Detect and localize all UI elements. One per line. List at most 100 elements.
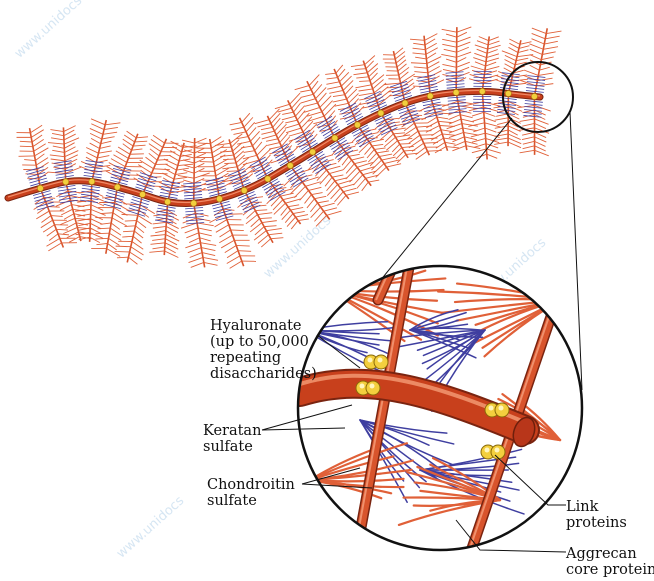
chondroitin-sulfate-chain: [69, 237, 79, 243]
chondroitin-sulfate-chain: [545, 36, 559, 39]
link-protein: [265, 176, 271, 182]
chondroitin-sulfate-chain: [371, 160, 381, 170]
chondroitin-sulfate-chain: [238, 251, 251, 252]
chondroitin-sulfate-chain: [369, 68, 378, 77]
chondroitin-sulfate-chain: [508, 47, 518, 52]
chondroitin-sulfate-chain: [452, 146, 466, 151]
chondroitin-sulfate-chain: [509, 39, 520, 44]
chondroitin-sulfate-chain: [346, 167, 357, 179]
link-protein: [140, 191, 146, 197]
chondroitin-sulfate-chain: [464, 132, 479, 135]
chondroitin-sulfate-chain: [159, 155, 171, 156]
chondroitin-sulfate-chain: [48, 143, 64, 145]
chondroitin-sulfate-chain: [413, 48, 426, 49]
chondroitin-sulfate-chain: [487, 50, 498, 54]
chondroitin-sulfate-chain: [298, 219, 309, 221]
label-hyaluronate: Hyaluronate (up to 50,000 repeating disa…: [210, 318, 317, 382]
chondroitin-sulfate-chain: [522, 132, 534, 135]
chondroitin-sulfate-chain: [352, 157, 365, 160]
chondroitin-sulfate-chain: [302, 177, 318, 182]
chondroitin-sulfate-chain: [91, 124, 104, 130]
chondroitin-sulfate-chain: [464, 137, 477, 140]
chondroitin-sulfate-chain: [362, 182, 369, 191]
keratan-sulfate-chain: [186, 216, 204, 217]
chondroitin-sulfate-chain: [336, 65, 343, 73]
chondroitin-sulfate-chain: [473, 58, 486, 62]
chondroitin-sulfate-chain: [175, 173, 187, 175]
chondroitin-sulfate-chain: [235, 151, 244, 159]
chondroitin-sulfate-chain: [127, 131, 137, 138]
chondroitin-sulfate-chain: [485, 66, 499, 70]
chondroitin-sulfate-chain: [20, 141, 32, 142]
chondroitin-sulfate-chain: [202, 253, 215, 256]
chondroitin-sulfate-chain: [529, 44, 543, 49]
chondroitin-sulfate-chain: [535, 146, 546, 151]
chondroitin-sulfate-chain: [262, 135, 276, 139]
chondroitin-sulfate-chain: [542, 52, 555, 55]
chondroitin-sulfate-chain: [333, 99, 347, 102]
chondroitin-sulfate-chain: [307, 112, 322, 116]
chondroitin-sulfate-chain: [90, 223, 101, 229]
chondroitin-sulfate-chain: [400, 144, 411, 145]
chondroitin-sulfate-chain: [154, 169, 170, 170]
chondroitin-sulfate-chain: [198, 143, 211, 144]
chondroitin-sulfate-chain: [301, 99, 316, 103]
chondroitin-sulfate-chain: [522, 123, 534, 126]
chondroitin-sulfate-chain: [504, 68, 513, 73]
chondroitin-sulfate-chain: [477, 49, 487, 53]
chondroitin-sulfate-chain: [442, 64, 456, 67]
chondroitin-sulfate-chain: [91, 138, 101, 143]
chondroitin-sulfate-chain: [446, 59, 456, 62]
chondroitin-sulfate-chain: [340, 184, 354, 188]
chondroitin-sulfate-chain: [185, 228, 198, 233]
chondroitin-sulfate-chain: [137, 221, 146, 228]
chondroitin-sulfate-chain: [230, 261, 242, 268]
chondroitin-sulfate-chain: [350, 171, 360, 182]
chondroitin-sulfate-chain: [51, 138, 64, 140]
chondroitin-sulfate-chain: [351, 65, 365, 67]
link-protein: [505, 91, 511, 97]
chondroitin-sulfate-chain: [105, 123, 120, 125]
chondroitin-sulfate-chain: [341, 76, 351, 86]
chondroitin-sulfate-chain: [469, 79, 483, 83]
link-protein: [378, 110, 384, 116]
chondroitin-sulfate-chain: [535, 150, 549, 155]
chondroitin-sulfate-chain: [301, 117, 312, 128]
chondroitin-sulfate-chain: [201, 248, 215, 251]
link-protein: [481, 445, 505, 459]
chondroitin-sulfate-chain: [457, 27, 472, 32]
chondroitin-sulfate-chain: [197, 223, 214, 226]
chondroitin-sulfate-chain: [303, 121, 313, 132]
chondroitin-sulfate-chain: [96, 243, 107, 244]
keratan-sulfate-chain: [449, 112, 467, 113]
chondroitin-sulfate-chain: [433, 138, 444, 144]
chondroitin-sulfate-chain: [115, 251, 130, 252]
chondroitin-sulfate-chain: [95, 238, 108, 239]
link-protein: [453, 89, 459, 95]
chondroitin-sulfate-chain: [520, 119, 535, 122]
chondroitin-sulfate-chain: [190, 253, 202, 258]
chondroitin-sulfate-chain: [474, 53, 486, 57]
link-protein: [165, 199, 171, 205]
chondroitin-sulfate-chain: [414, 67, 428, 68]
chondroitin-sulfate-chain: [204, 262, 218, 265]
chondroitin-sulfate-chain: [216, 225, 229, 233]
link-protein: [310, 149, 316, 155]
chondroitin-sulfate-chain: [153, 222, 167, 224]
chondroitin-sulfate-chain: [355, 85, 371, 88]
chondroitin-sulfate-chain: [262, 221, 277, 223]
chondroitin-sulfate-chain: [60, 218, 75, 224]
chondroitin-sulfate-chain: [495, 134, 509, 136]
link-protein: [479, 88, 485, 94]
chondroitin-sulfate-chain: [152, 173, 168, 174]
chondroitin-sulfate-chain: [90, 128, 103, 134]
chondroitin-sulfate-chain: [153, 226, 166, 228]
link-protein: [114, 184, 120, 190]
chondroitin-sulfate-chain: [442, 134, 455, 135]
chondroitin-sulfate-chain: [523, 146, 535, 149]
chondroitin-sulfate-chain: [532, 28, 546, 33]
chondroitin-sulfate-chain: [170, 151, 180, 157]
chondroitin-sulfate-chain: [343, 80, 353, 90]
chondroitin-sulfate-chain: [56, 200, 71, 206]
chondroitin-sulfate-chain: [150, 243, 165, 244]
